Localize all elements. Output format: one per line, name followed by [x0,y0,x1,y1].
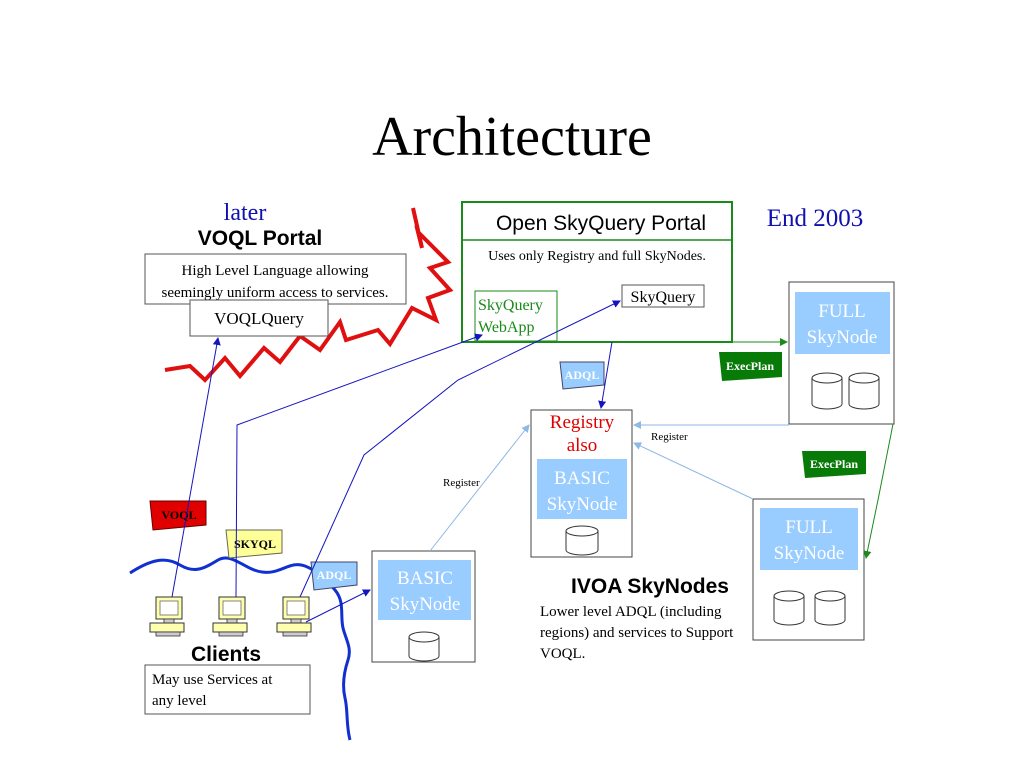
ivoa-description-line-2: regions) and services to Support [540,625,734,641]
arrow-client-to-skyquery [299,300,621,598]
full-skynode-top-label-bg [795,292,890,354]
voql-portal-heading: VOQL Portal [198,227,322,250]
database-icon [408,631,440,662]
skyql-tag-label: SKYQL [234,537,276,551]
full-skynode-bottom-line-2: SkyNode [774,543,845,564]
full-skynode-top-line-1: FULL [818,301,866,322]
arrow-full-bottom-register [633,442,754,500]
registry-line-2: also [567,435,598,456]
portal-title: Open SkyQuery Portal [496,212,706,235]
client-computer-icon [149,596,185,637]
ivoa-skynodes-heading: IVOA SkyNodes [571,575,729,598]
ivoa-description-line-3: VOQL. [540,646,585,662]
registry-line-1: Registry [550,412,615,433]
client-computer-icon [276,596,312,637]
database-icon [811,372,843,410]
full-skynode-bottom-label-bg [760,508,858,570]
clients-description-box [144,664,311,715]
webapp-line-1: SkyQuery [478,297,543,314]
webapp-line-2: WebApp [478,319,534,336]
basic-skynode-center-label-bg [537,459,627,519]
skyquery-service-label: SkyQuery [631,289,696,306]
voql-description-line-1: High Level Language allowing [181,263,369,279]
arrow-full-top-to-full-bottom [863,423,894,559]
clients-description-line-2: any level [152,693,207,709]
voql-description-line-2: seemingly uniform access to services. [161,285,388,301]
voql-query-label: VOQLQuery [214,309,304,328]
basic-skynode-bottom-label-bg [378,560,471,620]
arrow-client-to-voqlquery [171,337,221,598]
database-icon [773,590,805,626]
portal-description: Uses only Registry and full SkyNodes. [488,249,706,264]
database-icon [848,372,880,410]
arrow-basic-bottom-register [429,424,530,552]
execplan-tag-1-label: ExecPlan [726,359,774,373]
voql-query-box[interactable] [189,299,329,337]
client-computer-icon [212,596,248,637]
basic-skynode-center-line-1: BASIC [554,468,610,489]
execplan-tag-2: ExecPlan [802,451,866,478]
skyquery-service-box[interactable] [621,284,705,308]
full-skynode-bottom-line-1: FULL [785,517,833,538]
basic-skynode-bottom-line-1: BASIC [397,568,453,589]
ivoa-description-line-1: Lower level ADQL (including [540,604,722,620]
voql-boundary-line [164,207,454,383]
database-icon [814,590,846,626]
register-label-right: Register [651,431,688,443]
connectors [171,300,894,623]
basic-skynode-bottom-line-2: SkyNode [390,594,461,615]
voql-tag-label: VOQL [161,508,196,522]
arrow-client-to-webapp [235,333,483,598]
page-title: Architecture [372,106,652,168]
adql-tag-top: ADQL [559,361,605,390]
later-label: later [224,200,267,226]
arrow-client-to-basic-skynode [305,589,371,623]
full-skynode-top-line-2: SkyNode [807,327,878,348]
execplan-tag-2-label: ExecPlan [810,457,858,471]
adql-tag-bottom-label: ADQL [317,568,352,582]
voql-tag: VOQL [149,500,207,531]
adql-tag-top-label: ADQL [565,368,600,382]
clients-heading: Clients [191,643,261,666]
basic-skynode-center-line-2: SkyNode [547,494,618,515]
adql-tag-bottom: ADQL [310,561,358,591]
register-label-left: Register [443,477,480,489]
end-2003-label: End 2003 [767,205,864,232]
skyquery-webapp-box[interactable] [474,290,558,342]
execplan-tag-1: ExecPlan [719,352,782,381]
voql-description-box [144,253,407,305]
arrow-portal-to-registry [598,341,613,409]
clients-description-line-1: May use Services at [152,672,273,688]
skyql-tag: SKYQL [225,529,283,559]
database-icon [565,525,599,556]
